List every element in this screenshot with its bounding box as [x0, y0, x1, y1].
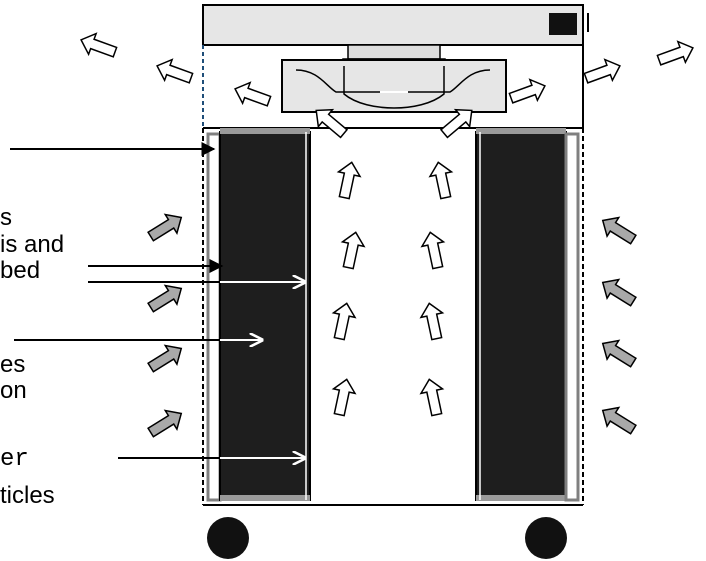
left-filter-cap-bottom	[220, 495, 310, 501]
right-caster-wheel-icon	[525, 517, 567, 559]
label-gases-line1: is and	[0, 231, 64, 258]
label-particles-line1: es	[0, 351, 25, 378]
label-filter-line1: er	[0, 446, 29, 473]
right-prefilter	[564, 132, 580, 502]
left-caster-wheel-icon	[207, 517, 249, 559]
left-carbon-filter	[219, 131, 311, 501]
left-prefilter	[206, 132, 222, 502]
right-filter-stack	[475, 128, 580, 502]
leader-lines-white	[220, 282, 305, 458]
label-gases-partial: s	[0, 204, 12, 231]
right-filter-cap-bottom	[476, 495, 566, 501]
leader-lines	[10, 142, 224, 459]
left-filter-stack	[206, 128, 311, 502]
top-housing	[202, 4, 584, 46]
label-gases-line2: bed	[0, 257, 40, 284]
right-intake-arrow-icons	[596, 210, 640, 440]
left-filter-cap-top	[220, 128, 310, 134]
right-carbon-filter	[475, 131, 567, 501]
right-filter-cap-top	[476, 128, 566, 134]
internal-flow-arrow-icons	[308, 101, 480, 418]
label-particles-line2: on	[0, 377, 27, 404]
left-intake-arrow-icons	[144, 207, 188, 443]
label-filter-line2: ticles	[0, 482, 55, 509]
indicator-light-icon	[549, 13, 577, 35]
fan-assembly	[281, 44, 507, 113]
